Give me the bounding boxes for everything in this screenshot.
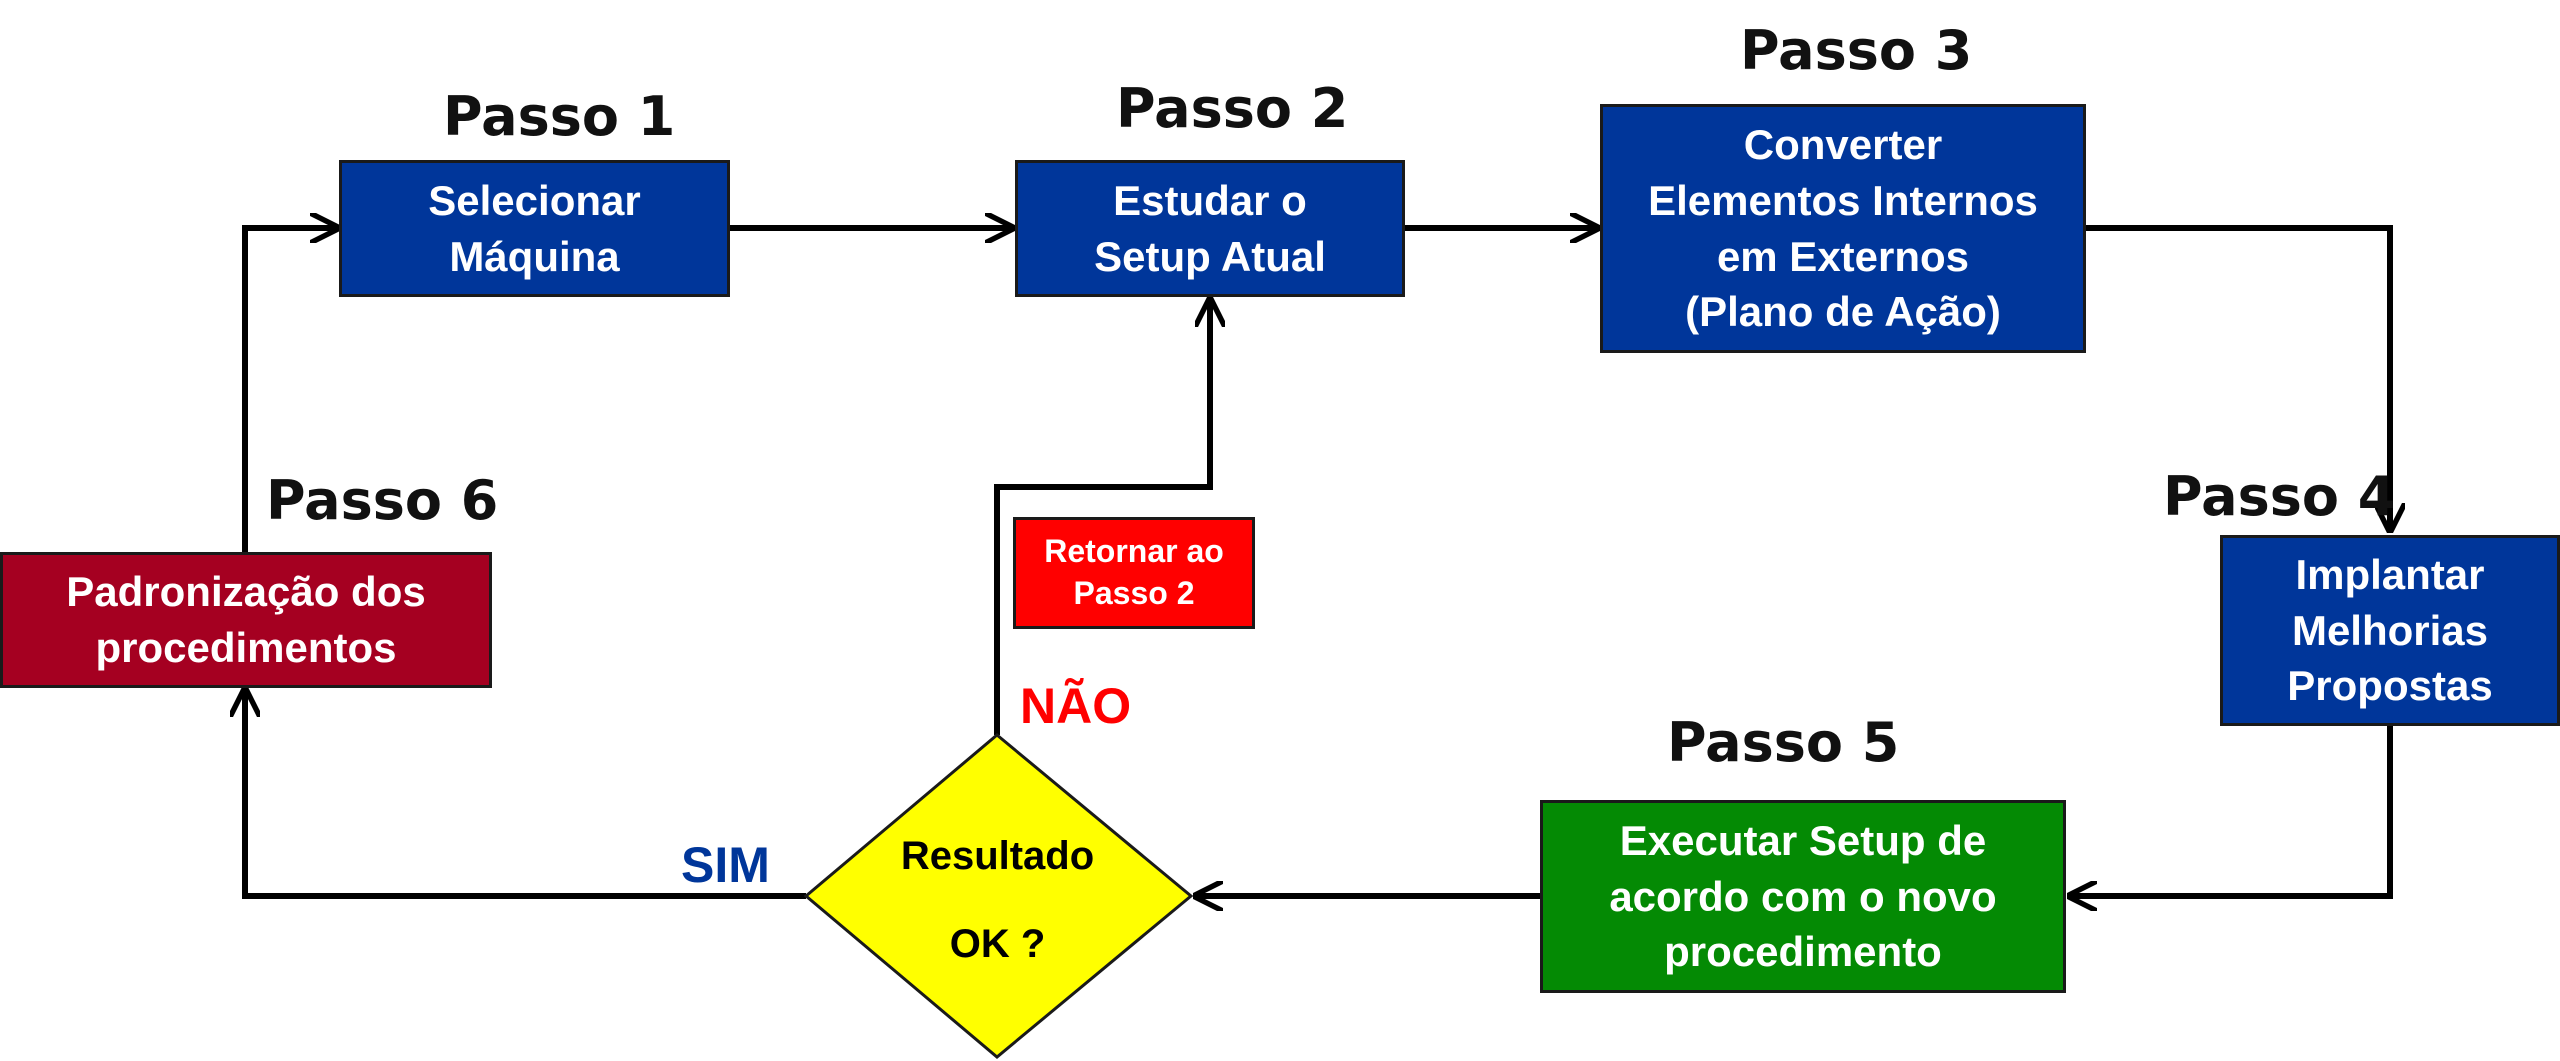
decision-label-nao: NÃO bbox=[1020, 678, 1132, 734]
step-text-passo5: Executar Setup de acordo com o novo proc… bbox=[1609, 816, 1997, 976]
step-box-passo3: Converter Elementos Internos em Externos… bbox=[1600, 104, 2086, 353]
step-label-passo5: Passo 5 bbox=[1667, 711, 1900, 774]
step-label-passo6: Passo 6 bbox=[266, 469, 499, 532]
decision-text-line1: Resultado bbox=[900, 834, 1095, 878]
arrow-decision-nao-to-passo2 bbox=[994, 300, 1210, 735]
step-text-passo2: Estudar o Setup Atual bbox=[1094, 176, 1326, 280]
decision-text-line2: OK ? bbox=[949, 922, 1046, 966]
step-label-passo2: Passo 2 bbox=[1116, 77, 1349, 140]
step-label-passo1: Passo 1 bbox=[443, 85, 676, 148]
step-box-passo1: Selecionar Máquina bbox=[339, 160, 730, 297]
step-text-passo1: Selecionar Máquina bbox=[428, 176, 641, 280]
step-box-passo2: Estudar o Setup Atual bbox=[1015, 160, 1405, 297]
step-text-passo4: Implantar Melhorias Propostas bbox=[2287, 550, 2493, 710]
decision-label-sim: SIM bbox=[681, 837, 770, 893]
return-note-text: Retornar ao Passo 2 bbox=[1044, 533, 1224, 611]
step-box-passo6: Padronização dos procedimentos bbox=[0, 552, 492, 688]
step-box-passo5: Executar Setup de acordo com o novo proc… bbox=[1540, 800, 2066, 993]
return-note-box: Retornar ao Passo 2 bbox=[1013, 517, 1255, 629]
decision-diamond bbox=[803, 733, 1194, 1059]
step-text-passo3: Converter Elementos Internos em Externos… bbox=[1648, 120, 2038, 336]
step-label-passo3: Passo 3 bbox=[1740, 19, 1973, 82]
step-text-passo6: Padronização dos procedimentos bbox=[66, 568, 426, 671]
step-label-passo4: Passo 4 bbox=[2163, 465, 2396, 528]
arrow-passo3-to-passo4 bbox=[2086, 225, 2390, 530]
arrow-decision-sim-to-passo6 bbox=[245, 690, 806, 899]
arrow-passo6-to-passo1 bbox=[242, 228, 337, 552]
arrow-passo4-to-passo5 bbox=[2070, 726, 2393, 896]
step-box-passo4: Implantar Melhorias Propostas bbox=[2220, 535, 2560, 726]
